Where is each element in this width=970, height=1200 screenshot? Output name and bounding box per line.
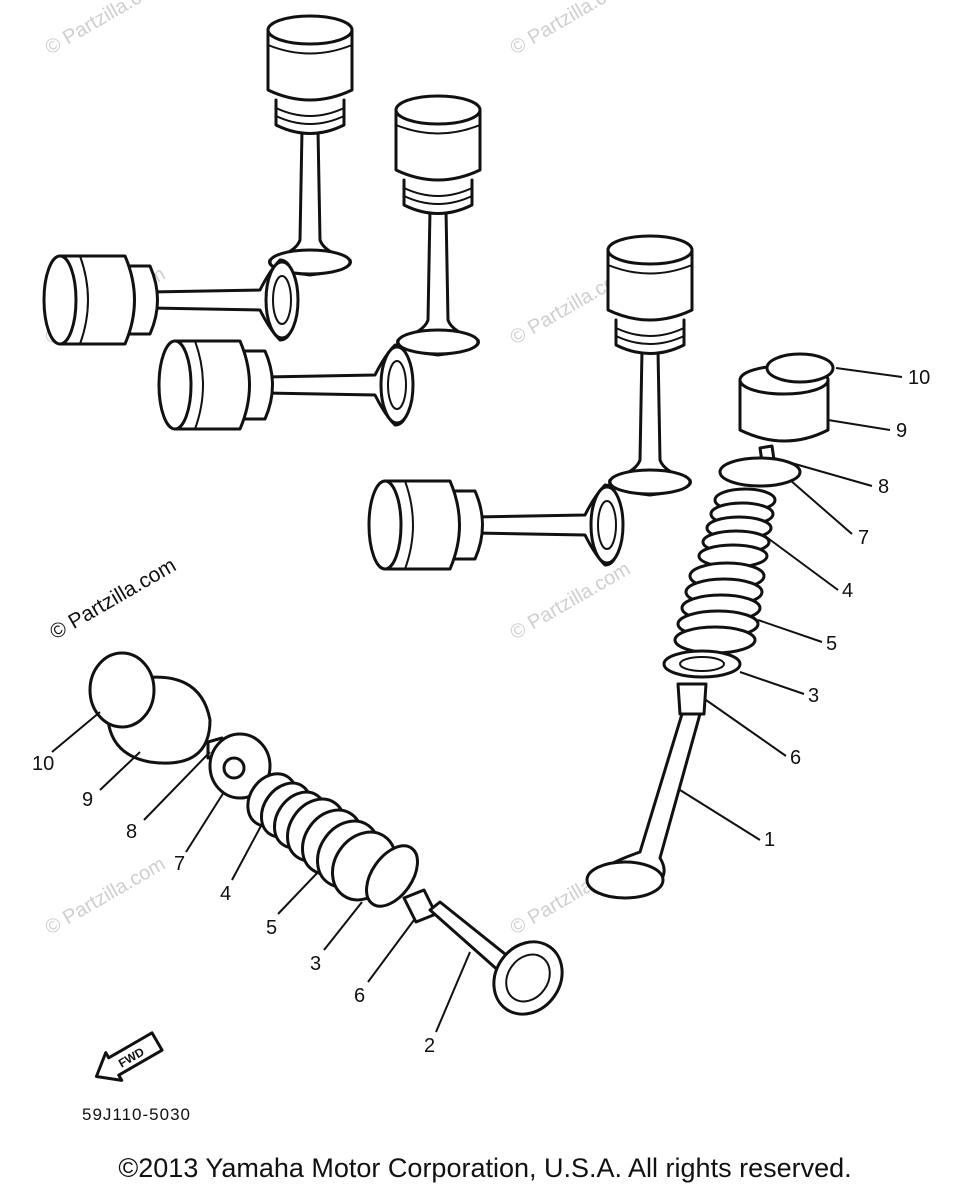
watermark-prominent: © Partzilla.com [46,554,180,645]
callout: 7 [174,853,185,875]
valve-assembly-side [367,479,625,571]
diagram-code: 59J110-5030 [82,1105,191,1124]
callout: 3 [808,685,819,707]
watermark: © Partzilla.com [507,558,635,644]
callout: 8 [878,476,889,498]
callouts-right: 10 9 8 7 4 5 3 6 1 [764,367,930,851]
callout: 3 [310,953,321,975]
valve-assembly-upright [606,234,694,497]
valve-assembly-upright [266,14,354,277]
valve-assembly-upright [394,94,482,357]
callouts-left: 10 9 8 7 4 5 3 6 2 [32,753,435,1057]
watermark: © Partzilla.com [42,0,170,59]
callout: 2 [424,1035,435,1057]
callout: 9 [896,420,907,442]
callout: 5 [266,917,277,939]
callout: 5 [826,633,837,655]
valve-assembly-side [157,339,415,431]
copyright-notice: ©2013 Yamaha Motor Corporation, U.S.A. A… [118,1153,852,1183]
watermarks: © Partzilla.com © Partzilla.com © Partzi… [42,0,635,939]
leaders-right [679,367,903,841]
leaders-left [51,711,471,1033]
callout: 6 [790,747,801,769]
callout: 7 [858,527,869,549]
callout: 4 [220,883,231,905]
valve-assembly-side [42,254,300,346]
callout: 1 [764,829,775,851]
exploded-valve-left [88,651,564,1016]
spring-outer [673,561,766,655]
fwd-arrow-icon: FWD [94,1031,164,1082]
callout: 8 [126,821,137,843]
watermark: © Partzilla.com [42,853,170,939]
exploded-valve-right [585,352,835,900]
callout: 6 [354,985,365,1007]
spring-inner [697,487,777,569]
callout: 10 [32,753,54,775]
callout: 10 [908,367,930,389]
watermark: © Partzilla.com [507,0,635,59]
callout: 9 [82,789,93,811]
callout: 4 [842,580,853,602]
